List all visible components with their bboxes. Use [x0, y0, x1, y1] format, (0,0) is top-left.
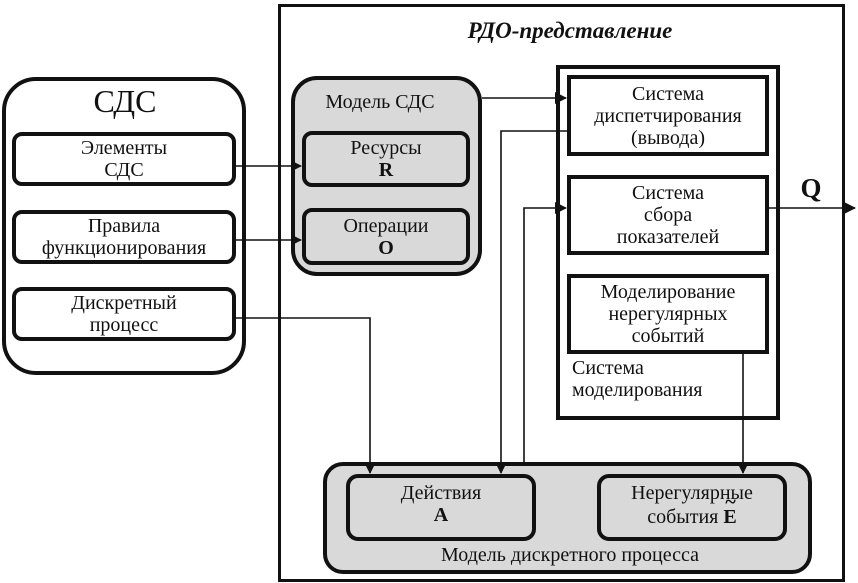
irregular-events-line1: Нерегулярные: [631, 482, 753, 504]
model-sds-title: Модель СДС: [325, 91, 435, 113]
operations-box[interactable]: Операции O: [302, 208, 470, 265]
actions-box[interactable]: Действия A: [346, 474, 536, 541]
sds-item-rules-line1: Правила: [87, 215, 161, 237]
collection-line2: сбора: [643, 204, 693, 226]
irregular-modeling-box[interactable]: Моделирование нерегулярных событий: [567, 274, 769, 354]
operations-symbol: O: [378, 236, 394, 259]
output-q-label: Q: [800, 173, 822, 203]
sds-item-process[interactable]: Дискретный процесс: [12, 287, 236, 341]
tilde-accent: ~: [725, 491, 736, 513]
modeling-system-label-line2: моделирования: [572, 379, 703, 401]
resources-label: Ресурсы: [350, 137, 422, 159]
sds-item-elements-line1: Элементы: [80, 137, 168, 159]
modeling-system-label: Система моделирования: [572, 357, 702, 401]
dispatch-line3: (вывода): [631, 126, 705, 149]
sds-item-rules-line2: функционирования: [41, 237, 207, 259]
sds-item-rules[interactable]: Правила функционирования: [12, 210, 236, 264]
collection-system-box[interactable]: Система сбора показателей: [567, 175, 769, 255]
collection-line1: Система: [632, 182, 704, 204]
actions-symbol: A: [433, 504, 449, 526]
dispatch-line1: Система: [632, 82, 704, 105]
sds-item-elements-line2: СДС: [104, 159, 144, 181]
rdo-title: РДО-представление: [467, 18, 673, 43]
sds-title: СДС: [93, 83, 157, 119]
actions-label: Действия: [400, 482, 482, 504]
collection-line3: показателей: [616, 226, 720, 248]
sds-item-process-line2: процесс: [89, 314, 159, 336]
irregular-modeling-line2: нерегулярных: [608, 303, 728, 325]
irregular-modeling-line3: событий: [631, 325, 705, 347]
operations-label: Операции: [343, 214, 429, 237]
resources-symbol: R: [378, 159, 394, 181]
irregular-events-box[interactable]: Нерегулярные события ~ E: [597, 474, 787, 541]
irregular-events-line2: события ~ E: [647, 491, 737, 528]
resources-box[interactable]: Ресурсы R: [302, 131, 470, 187]
modeling-system-label-line1: Система: [572, 357, 644, 379]
dispatch-line2: диспетчирования: [594, 104, 742, 127]
sds-item-elements[interactable]: Элементы СДС: [12, 132, 236, 186]
sds-item-process-line1: Дискретный: [71, 292, 177, 314]
process-model-title: Модель дискретного процесса: [440, 544, 700, 566]
dispatch-system-box[interactable]: Система диспетчирования (вывода): [567, 75, 769, 156]
irregular-modeling-line1: Моделирование: [600, 281, 736, 303]
